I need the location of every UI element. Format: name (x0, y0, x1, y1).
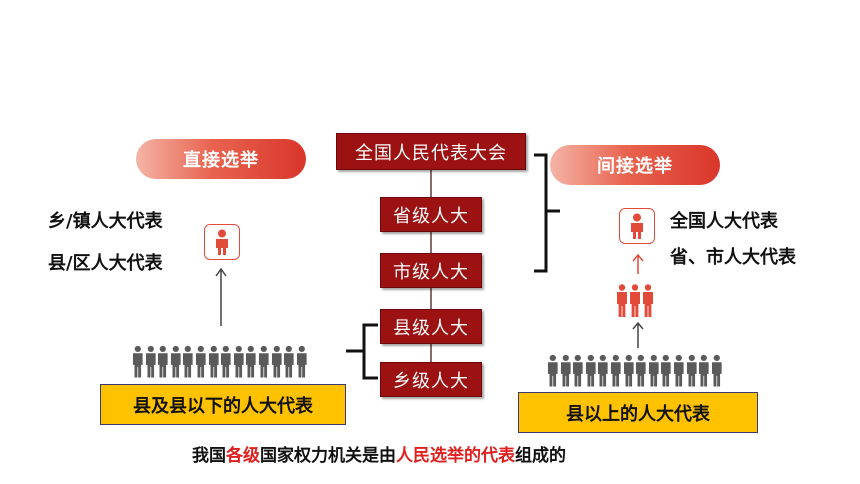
person-icon (195, 345, 206, 378)
person-icon (258, 345, 269, 378)
right-line1: 全国人大代表 (670, 211, 778, 232)
person-icon (598, 354, 609, 387)
summary-part1: 我国 (192, 446, 226, 466)
person-icon (271, 345, 282, 378)
person-icon (183, 345, 194, 378)
red-group-icon (616, 284, 654, 318)
level-national: 全国人民代表大会 (336, 133, 526, 170)
person-icon (711, 354, 722, 387)
person-icon (208, 345, 219, 378)
direct-election-label: 直接选举 (183, 150, 259, 171)
arrow-up-icon-red (632, 253, 644, 274)
person-icon (284, 345, 294, 378)
summary-highlight-representatives: 人民选举的代表 (396, 446, 515, 466)
person-icon (623, 354, 634, 387)
right-result-label: 县以上的人大代表 (566, 403, 710, 425)
level-township: 乡级人大 (380, 362, 482, 397)
person-icon (547, 354, 558, 387)
right-result-box: 县以上的人大代表 (518, 392, 758, 433)
person-icon (661, 354, 671, 387)
left-result-box: 县及县以下的人大代表 (100, 384, 346, 425)
bracket-icon (534, 153, 560, 273)
level-province-label: 省级人大 (393, 205, 469, 227)
person-icon (233, 345, 244, 378)
person-icon-right (619, 208, 655, 244)
right-line2: 省、市人大代表 (670, 247, 796, 268)
person-icon (630, 284, 640, 317)
arrow-up-icon-right (632, 321, 644, 348)
person-icon (573, 354, 583, 387)
person-icon (673, 354, 684, 387)
person-icon (158, 345, 168, 378)
left-line2: 县/区人大代表 (48, 253, 163, 274)
crowd-icon (132, 345, 307, 379)
person-icon (585, 354, 596, 387)
summary-highlight-levels: 各级 (226, 446, 260, 466)
person-icon (617, 284, 627, 317)
bracket-icon-left (346, 323, 378, 380)
level-township-label: 乡级人大 (393, 370, 469, 392)
summary-part3: 国家权力机关是由 (260, 446, 396, 466)
person-icon (221, 345, 231, 378)
person-icon (699, 354, 709, 387)
crowd-icon-right (547, 354, 722, 388)
direct-election-pill: 直接选举 (136, 139, 306, 179)
arrow-up-icon (215, 267, 227, 326)
indirect-election-pill: 间接选举 (550, 145, 720, 185)
person-icon (636, 354, 646, 387)
level-county-label: 县级人大 (393, 317, 469, 339)
level-city: 市级人大 (380, 253, 482, 288)
person-icon (610, 354, 621, 387)
level-province: 省级人大 (380, 197, 482, 232)
person-icon (170, 345, 181, 378)
person-icon (132, 345, 143, 378)
left-line1: 乡/镇人大代表 (48, 211, 163, 232)
person-icon (648, 354, 659, 387)
level-city-label: 市级人大 (393, 261, 469, 283)
summary-sentence: 我国各级国家权力机关是由人民选举的代表组成的 (192, 441, 566, 466)
level-national-label: 全国人民代表大会 (355, 142, 507, 164)
person-icon (145, 345, 156, 378)
person-icon (560, 354, 571, 387)
person-icon (296, 345, 307, 378)
person-icon (643, 284, 653, 317)
person-icon (204, 224, 240, 260)
left-result-label: 县及县以下的人大代表 (133, 395, 313, 417)
summary-part5: 组成的 (515, 446, 566, 466)
indirect-election-label: 间接选举 (597, 156, 673, 177)
level-county: 县级人大 (380, 309, 482, 344)
person-icon (246, 345, 256, 378)
person-icon (686, 354, 697, 387)
